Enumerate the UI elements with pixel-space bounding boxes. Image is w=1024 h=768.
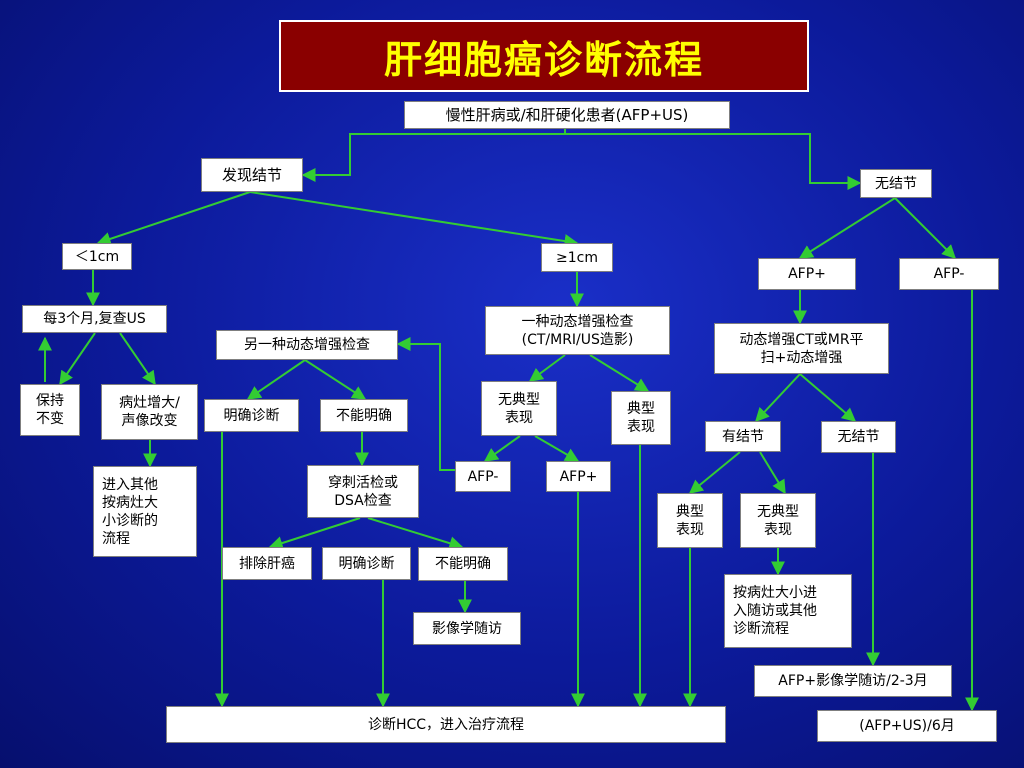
node-hcc: 诊断HCC，进入治疗流程 <box>166 706 726 743</box>
arrow-afpneg-back <box>396 337 455 471</box>
node-typical-1: 典型 表现 <box>611 391 671 445</box>
node-another-enhanced: 另一种动态增强检查 <box>216 330 398 360</box>
node-has-nodule: 有结节 <box>705 421 781 452</box>
node-afp-pos-top: AFP+ <box>758 258 856 290</box>
node-unclear-1: 不能明确 <box>320 399 408 432</box>
arrow-atypical-afppos <box>534 435 580 462</box>
node-no-nodule-2: 无结节 <box>821 421 896 453</box>
arrow-one-atypical <box>528 354 566 382</box>
node-afp-imaging: AFP+影像学随访/2-3月 <box>754 665 952 697</box>
node-enlarged: 病灶增大/ 声像改变 <box>101 384 198 440</box>
arrow-every3m-stable <box>59 332 96 386</box>
node-biopsy: 穿刺活检或 DSA检查 <box>307 465 419 518</box>
node-imaging-fu: 影像学随访 <box>413 612 521 645</box>
node-atypical-1: 无典型 表现 <box>481 381 557 436</box>
arrow-ct-has <box>755 373 801 423</box>
node-afp-neg-mid: AFP- <box>455 461 511 492</box>
node-start: 慢性肝病或/和肝硬化患者(AFP+US) <box>404 101 730 129</box>
node-one-enhanced: 一种动态增强检查 (CT/MRI/US造影) <box>485 306 670 355</box>
arrow-biopsy-unclear <box>367 517 464 550</box>
arrow-every3m-enlarged <box>119 332 156 386</box>
node-size-fu: 按病灶大小进 入随访或其他 诊断流程 <box>724 574 852 648</box>
page-title: 肝细胞癌诊断流程 <box>279 20 809 92</box>
node-dynamic-ct: 动态增强CT或MR平 扫+动态增强 <box>714 323 889 374</box>
arrow-another-clear <box>246 359 306 400</box>
node-exclude: 排除肝癌 <box>222 547 312 580</box>
node-afp-pos-mid: AFP+ <box>546 461 611 492</box>
arrow-found-lt1 <box>96 191 251 246</box>
node-every3m: 每3个月,复查US <box>22 305 167 333</box>
node-afp-neg-top: AFP- <box>899 258 999 290</box>
arrow-biopsy-exclude <box>268 517 361 550</box>
node-clear-dx-2: 明确诊断 <box>322 547 411 580</box>
arrow-has-typical <box>688 451 741 494</box>
node-typical-2: 典型 表现 <box>657 493 723 548</box>
arrow-ct-none <box>799 373 857 422</box>
arrow-has-atypical <box>759 451 786 495</box>
node-ge1cm: ≥1cm <box>541 243 613 272</box>
arrow-another-unclear <box>304 359 367 400</box>
node-no-nodule: 无结节 <box>860 169 932 198</box>
arrow-atypical-afpneg <box>483 435 521 462</box>
node-afp-us-6m: (AFP+US)/6月 <box>817 710 997 742</box>
arrow-one-typical <box>589 354 650 392</box>
node-lt1cm: ＜1cm <box>62 243 132 270</box>
node-found-nodule: 发现结节 <box>201 158 303 192</box>
node-atypical-2: 无典型 表现 <box>740 493 816 548</box>
arrow-none-afppos <box>798 197 896 259</box>
node-stable: 保持 不变 <box>20 384 80 436</box>
arrow-none-afpneg <box>894 197 956 259</box>
node-other-flow: 进入其他 按病灶大 小诊断的 流程 <box>93 466 197 557</box>
node-unclear-2: 不能明确 <box>418 547 508 581</box>
arrow-found-ge1 <box>249 191 579 248</box>
arrow-start-none <box>565 133 862 190</box>
node-clear-dx-1: 明确诊断 <box>204 399 299 432</box>
arrow-start-found <box>301 128 566 182</box>
